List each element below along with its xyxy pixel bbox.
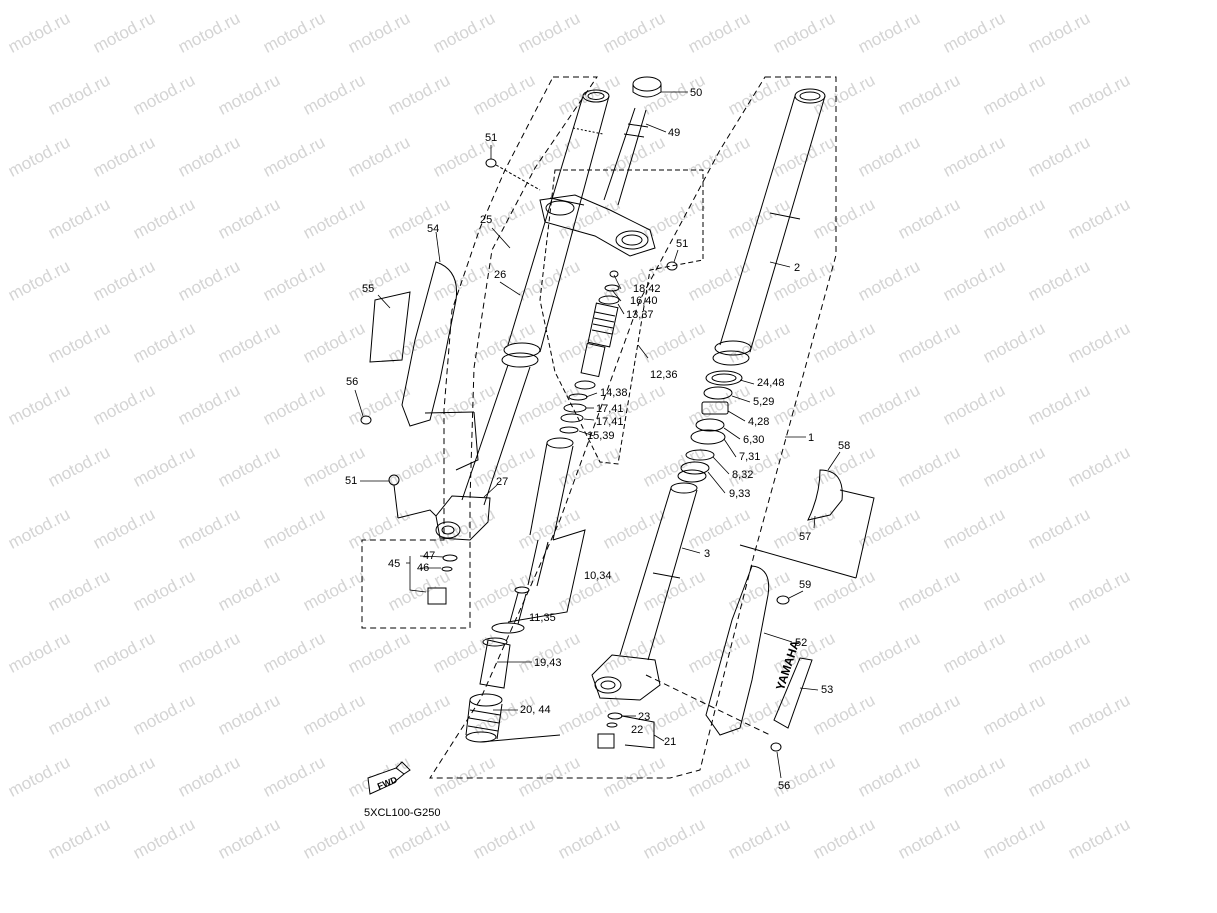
callout-52: 52 — [795, 637, 808, 649]
callout-23: 23 — [638, 711, 651, 723]
damper-cartridge-parts — [559, 270, 620, 434]
callout-54: 54 — [427, 223, 440, 235]
bolt-51-lower — [388, 474, 437, 519]
diagram-code: 5XCL100-G250 — [364, 807, 441, 819]
callout-26: 26 — [494, 269, 507, 281]
callout-20-44: 20, 44 — [520, 704, 551, 716]
triple-clamp — [539, 194, 656, 257]
callout-18-42: 18,42 — [633, 283, 661, 295]
callout-8-32: 8,32 — [732, 469, 754, 481]
callout-12-36: 12,36 — [650, 369, 678, 381]
callout-15-39: 15,39 — [587, 430, 615, 442]
callout-14-38: 14,38 — [600, 387, 628, 399]
assembly-boundary-left — [361, 76, 598, 629]
callout-3: 3 — [704, 548, 711, 560]
callout-47: 47 — [423, 550, 436, 562]
outer-tube-left — [461, 89, 610, 506]
callout-22: 22 — [631, 724, 644, 736]
bolt-56-left — [360, 415, 372, 425]
callout-9-33: 9,33 — [729, 488, 751, 500]
callout-27: 27 — [496, 476, 509, 488]
callout-51-lower: 51 — [345, 475, 358, 487]
cover-guard-57 — [807, 469, 843, 521]
callout-13-37: 13,37 — [626, 309, 654, 321]
callout-46: 46 — [417, 562, 430, 574]
callout-2: 2 — [794, 262, 801, 274]
callout-25: 25 — [480, 214, 493, 226]
outer-tube-right — [712, 88, 826, 366]
callout-51-top: 51 — [485, 132, 498, 144]
fork-guard-left — [369, 261, 479, 471]
assembly-boundary-right — [429, 76, 837, 779]
callout-17-41-a: 17,41 — [596, 403, 624, 415]
callout-49: 49 — [668, 127, 681, 139]
inner-tube — [619, 482, 698, 661]
callout-4-28: 4,28 — [748, 416, 770, 428]
callout-51-right: 51 — [676, 238, 689, 250]
callout-57: 57 — [799, 531, 812, 543]
drain-bolt-left — [427, 554, 458, 605]
assembly-boundary-center — [539, 169, 704, 465]
fork-guard-right — [705, 489, 875, 736]
seals-rings-right — [677, 370, 743, 483]
callout-17-41-b: 17,41 — [596, 416, 624, 428]
callout-56-left: 56 — [346, 376, 359, 388]
callout-24-48: 24,48 — [757, 377, 785, 389]
leader-lines — [354, 91, 841, 779]
steering-stem — [603, 76, 662, 206]
axle-bracket-right — [591, 654, 771, 736]
callout-10-34: 10,34 — [584, 570, 612, 582]
callout-11-35: 11,35 — [529, 612, 556, 624]
callout-5-29: 5,29 — [753, 396, 775, 408]
callout-58: 58 — [838, 440, 851, 452]
callout-16-40: 16,40 — [630, 295, 658, 307]
callout-55: 55 — [362, 283, 375, 295]
callout-53: 53 — [821, 684, 834, 696]
damper-rod-assembly — [465, 437, 586, 743]
callout-56-right: 56 — [778, 780, 791, 792]
fwd-arrow-icon — [367, 761, 411, 795]
bolt-56-right — [770, 742, 782, 752]
callout-6-30: 6,30 — [743, 434, 765, 446]
callout-59: 59 — [799, 579, 812, 591]
callout-1: 1 — [808, 432, 815, 444]
callout-45: 45 — [388, 558, 401, 570]
callout-19-43: 19,43 — [534, 657, 562, 669]
bolt-51-right — [666, 261, 678, 271]
washer-59 — [776, 595, 790, 605]
callout-50: 50 — [690, 87, 703, 99]
callout-7-31: 7,31 — [739, 451, 761, 463]
callout-21: 21 — [664, 736, 677, 748]
